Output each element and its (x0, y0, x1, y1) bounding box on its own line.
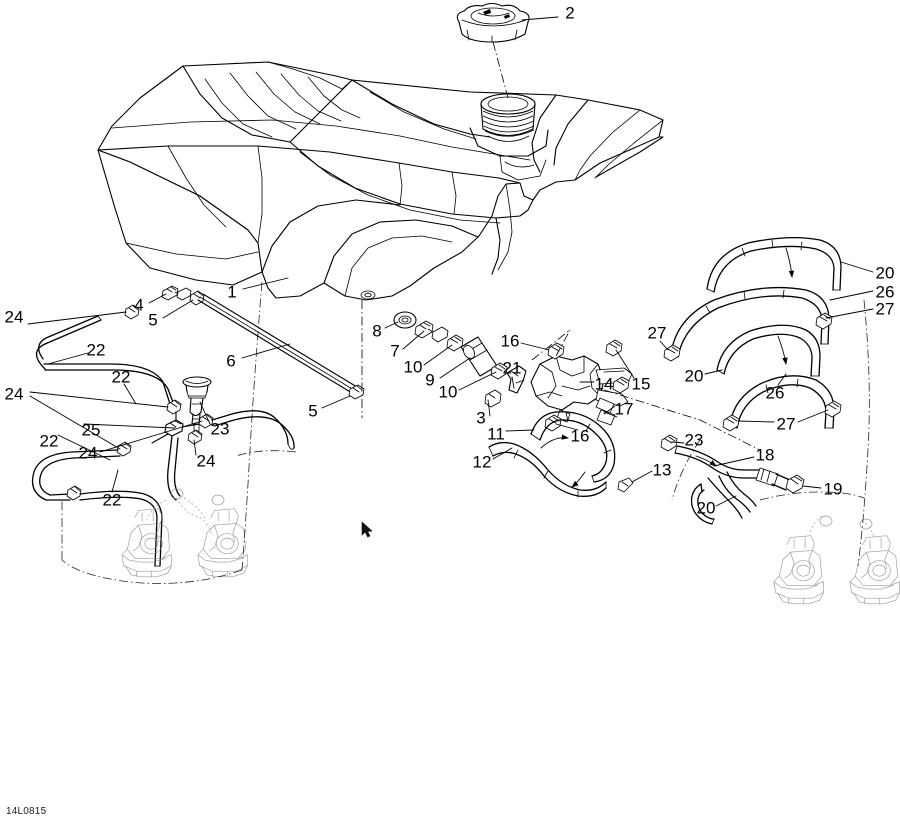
callout-26-b: 26 (765, 383, 785, 403)
primer-valve-part (182, 376, 212, 445)
callout-1: 1 (227, 282, 237, 302)
fuel-tank-body (97, 61, 664, 301)
callout-27-b: 27 (875, 299, 895, 319)
callout-11: 11 (487, 424, 505, 444)
pump-hoses (488, 411, 634, 498)
callout-20-a: 20 (875, 263, 895, 283)
callout-14: 14 (594, 374, 614, 394)
fuel-line-assembly (161, 285, 365, 400)
callout-22-a: 22 (86, 340, 106, 360)
fuel-tank-cap-part (456, 2, 530, 99)
callout-25: 25 (81, 420, 101, 440)
callout-5-upper: 5 (148, 310, 158, 330)
callout-8: 8 (372, 321, 382, 341)
callout-17: 17 (614, 399, 634, 419)
callout-23-left: 23 (210, 419, 230, 439)
callout-23-right: 23 (684, 430, 704, 450)
callout-22-d: 22 (102, 490, 122, 510)
callout-20-b: 20 (684, 366, 704, 386)
callout-22-b: 22 (111, 367, 131, 387)
callout-13: 13 (652, 460, 672, 480)
callout-27-a: 27 (647, 323, 667, 343)
callout-24-d: 24 (196, 451, 216, 471)
callout-27-c: 27 (776, 414, 796, 434)
fuel-filter-train (361, 300, 527, 418)
left-vent-hose-circuit (31, 304, 295, 567)
callout-2: 2 (565, 3, 575, 23)
callout-15: 15 (631, 374, 651, 394)
mouse-pointer-icon (361, 521, 373, 538)
callout-22-c: 22 (39, 431, 59, 451)
callout-21: 21 (502, 358, 522, 378)
fuel-pump-assembly (530, 329, 761, 451)
callout-16-b: 16 (570, 426, 590, 446)
callout-4: 4 (134, 295, 144, 315)
callout-10-b: 10 (438, 382, 458, 402)
callout-10-a: 10 (403, 357, 423, 377)
callout-24-c: 24 (78, 443, 98, 463)
callout-7: 7 (390, 341, 400, 361)
callout-18: 18 (755, 445, 775, 465)
callout-16-a: 16 (500, 331, 520, 351)
callout-20-c: 20 (696, 498, 716, 518)
callout-24-a: 24 (4, 307, 24, 327)
callout-19: 19 (823, 479, 843, 499)
right-lower-hoses (660, 434, 805, 525)
callout-12: 12 (472, 452, 492, 472)
callout-leader-lines (27, 16, 874, 507)
callout-9: 9 (425, 370, 435, 390)
carburetor-left-pair (61, 281, 297, 584)
fuel-filler-neck (469, 93, 549, 181)
right-vent-hoses (663, 236, 842, 432)
callout-24-b: 24 (4, 384, 24, 404)
carburetor-right-pair (671, 299, 900, 605)
callout-3: 3 (476, 408, 486, 428)
callout-5-lower: 5 (308, 401, 318, 421)
callout-26-a: 26 (875, 282, 895, 302)
callout-6: 6 (226, 351, 236, 371)
diagram-reference-code: 14L0815 (6, 806, 47, 817)
